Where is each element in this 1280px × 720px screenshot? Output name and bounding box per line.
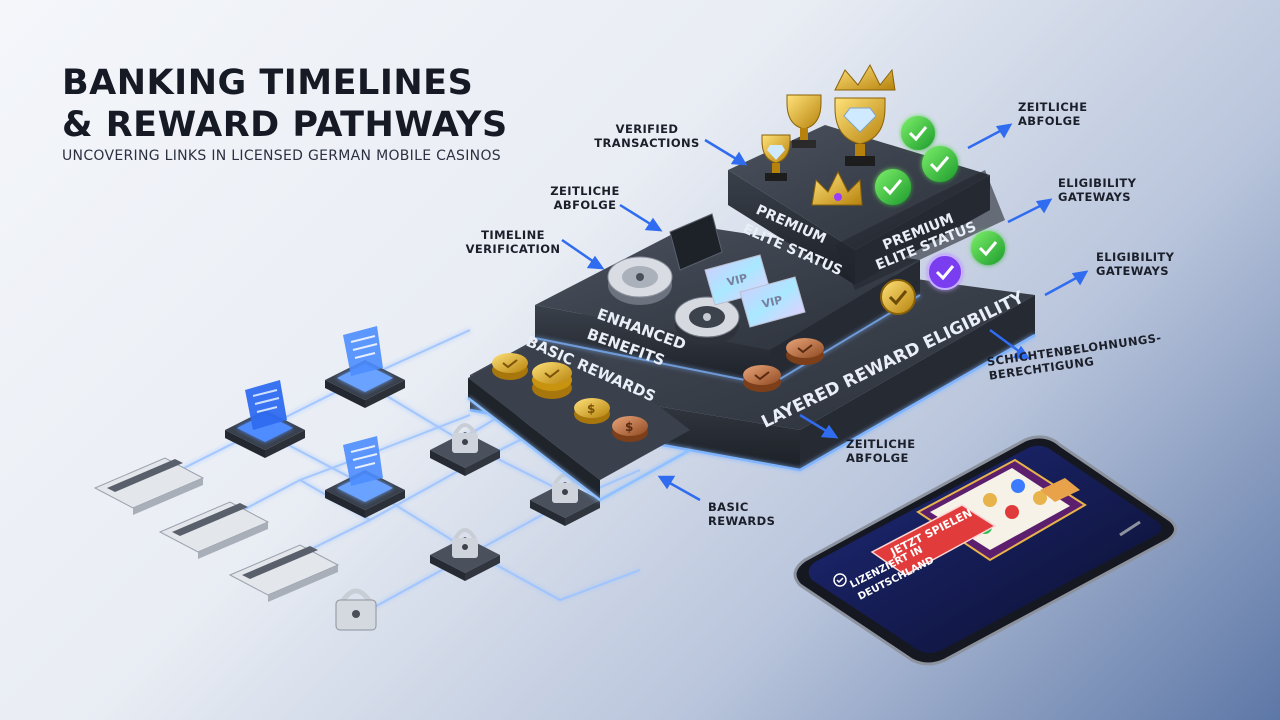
vault-dial-icon	[607, 256, 673, 305]
green-check-badge-icon	[922, 146, 958, 182]
page-subtitle: UNCOVERING LINKS IN LICENSED GERMAN MOBI…	[62, 148, 501, 164]
svg-text:$: $	[625, 420, 633, 434]
vip-card-icon: VIP VIP	[669, 213, 806, 328]
callout-eligibility-gateways-2: ELIGIBILITY GATEWAYS	[1096, 250, 1175, 278]
coin-bronze-icon	[786, 338, 824, 365]
trophy-icon	[761, 134, 791, 181]
callout-zeitliche-abfolge-mid: ZEITLICHE ABFOLGE	[1018, 100, 1088, 128]
crown-icon	[834, 63, 896, 91]
green-check-badge-icon	[971, 231, 1005, 265]
callout-zeitliche-abfolge-bottom: ZEITLICHE ABFOLGE	[846, 437, 916, 465]
svg-text:$: $	[587, 402, 595, 416]
receipt-node-icon	[225, 380, 305, 458]
coin-stack-icon	[492, 353, 528, 380]
receipt-node-icon	[325, 436, 405, 518]
green-check-badge-icon	[901, 116, 935, 150]
credit-card-icon	[228, 544, 340, 602]
license-badge-icon	[833, 573, 847, 587]
green-check-badge-icon	[875, 169, 911, 205]
crown-icon	[811, 170, 863, 206]
receipt-node-icon	[325, 326, 405, 408]
callout-verified-transactions: VERIFIED TRANSACTIONS	[594, 122, 700, 150]
callout-arrows	[561, 123, 1089, 502]
credit-card-icon	[158, 501, 270, 559]
lock-icon	[335, 588, 377, 631]
lock-node-icon	[430, 528, 500, 581]
vip-card-label: VIP	[726, 271, 749, 289]
trophy-diamond-icon	[834, 97, 886, 166]
credit-card-icon	[93, 457, 205, 515]
callout-zeitliche-abfolge-top: ZEITLICHE ABFOLGE	[550, 184, 620, 212]
coin-bronze-icon: $	[612, 416, 648, 442]
lock-node-icon	[430, 423, 500, 476]
smartphone: JETZT SPIELEN LIZENZIERT IN DEUTSCHLAND	[793, 435, 1177, 666]
page-title: BANKING TIMELINES & REWARD PATHWAYS	[62, 63, 508, 145]
game-badge-icon	[1040, 478, 1080, 502]
vault-dial-icon	[674, 296, 740, 345]
purple-check-badge-icon	[927, 254, 963, 290]
coin-dollar-icon: $	[574, 398, 610, 424]
callout-timeline-verification: TIMELINE VERIFICATION	[465, 228, 561, 256]
coin-stack-icon	[532, 362, 572, 399]
trophy-icon	[786, 94, 822, 148]
phone-side-button	[1119, 520, 1141, 537]
callout-basic-rewards: BASIC REWARDS	[708, 500, 776, 528]
lock-node-icon	[530, 473, 600, 526]
gold-check-badge-icon	[880, 279, 916, 315]
vip-card-label: VIP	[761, 293, 784, 311]
callout-eligibility-gateways-1: ELIGIBILITY GATEWAYS	[1058, 176, 1137, 204]
coin-bronze-icon	[743, 365, 781, 392]
